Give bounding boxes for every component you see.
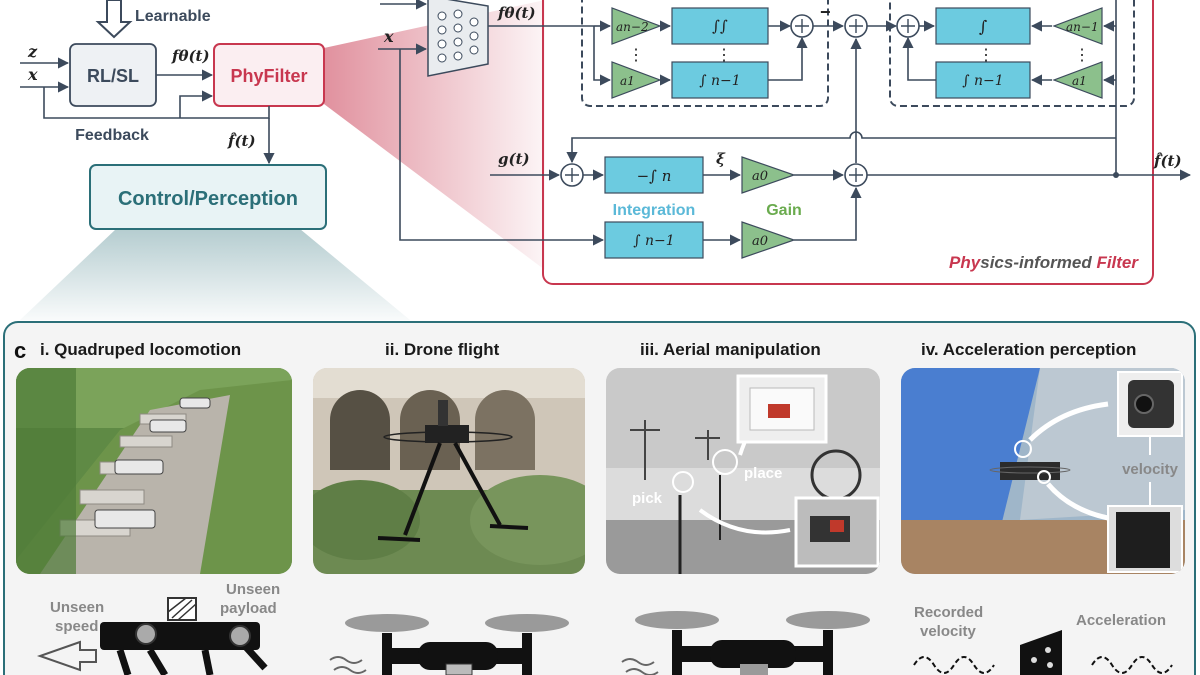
- left-vdots-integ: ⋮: [716, 47, 732, 64]
- input-z-label: z: [27, 42, 38, 61]
- integrator-left-top-label: ∫∫: [712, 17, 728, 35]
- right-vdots-gain: ⋮: [1074, 47, 1090, 64]
- unseen-payload-label: Unseen payload: [220, 581, 280, 617]
- gain-a0-lower-label: a0: [752, 234, 768, 249]
- recorded-velocity-label: Recorded velocity: [914, 604, 983, 640]
- photo-quadruped: [16, 368, 292, 574]
- f-theta-label-top: fθ(t): [171, 47, 210, 65]
- integrator-right-bottom-label: ∫ n−1: [962, 73, 1003, 89]
- gain-a0-lower: [741, 221, 796, 259]
- photo-aerial-manipulation: [606, 368, 880, 574]
- drone-cartoon: [329, 614, 569, 675]
- integrator-main: [604, 156, 704, 194]
- red-fan: [324, 0, 545, 270]
- gain-label: Gain: [766, 202, 802, 219]
- rlsl-label: RL/SL: [87, 66, 139, 86]
- unseen-speed-line1: Unseen: [50, 599, 104, 616]
- recorded-velocity-line2: velocity: [920, 623, 977, 640]
- feedback-wire: [43, 87, 270, 119]
- phyfilter-label: PhyFilter: [230, 66, 307, 86]
- gain-a1-left: [611, 61, 662, 99]
- gain-a0-main: [741, 156, 796, 194]
- panel-title-drone: ii. Drone flight: [385, 340, 500, 359]
- gain-an-2-left: [611, 7, 662, 45]
- place-label: place: [744, 465, 782, 482]
- integrator-left-top: [671, 7, 769, 45]
- panel-title-acceleration: iv. Acceleration perception: [921, 340, 1137, 359]
- integrator-right-top: [935, 7, 1031, 45]
- unseen-payload-line2: payload: [220, 600, 277, 617]
- f-hat-label-top: f̂(t): [227, 132, 256, 150]
- integration-label: Integration: [613, 202, 696, 219]
- integrator-lower: [604, 221, 704, 259]
- pick-label: pick: [632, 490, 663, 507]
- filter-x-label: x: [383, 27, 394, 46]
- neural-net-nodes: [437, 9, 479, 63]
- right-vdots-integ: ⋮: [978, 47, 994, 64]
- learnable-arrow-icon: [95, 0, 133, 39]
- right-dashed-group: [889, 0, 1135, 107]
- panel-title-quadruped: i. Quadruped locomotion: [40, 340, 242, 359]
- integrator-left-bottom: [671, 61, 769, 99]
- g-label: g(t): [498, 150, 530, 168]
- gain-a1-left-label: a1: [620, 74, 635, 88]
- gain-an-1-right-label: an−1: [1066, 20, 1099, 34]
- filter-title: Physics-informed Filter: [949, 253, 1139, 272]
- f-hat-out-label: f̂(t): [1153, 152, 1182, 170]
- quadruped-cartoon: [36, 597, 268, 675]
- velocity-label: velocity: [1122, 461, 1179, 478]
- unseen-payload-line1: Unseen: [226, 581, 280, 598]
- xi-label: ξ: [716, 150, 726, 168]
- integrator-main-label: −∫ n: [637, 167, 672, 185]
- integrator-left-bottom-label: ∫ n−1: [699, 73, 740, 89]
- gain-a0-main-label: a0: [752, 169, 768, 184]
- feedback-label: Feedback: [75, 127, 149, 144]
- integrator-right-bottom: [935, 61, 1031, 99]
- gain-a1-right: [1052, 61, 1103, 99]
- left-dashed-group: [581, 0, 829, 107]
- minus-sign: −: [820, 2, 831, 22]
- control-perception-label: Control/Perception: [118, 188, 298, 210]
- input-x-label: x: [27, 65, 38, 84]
- integrator-lower-label: ∫ n−1: [633, 233, 674, 249]
- x-to-lower-integrator-wire: [399, 49, 605, 246]
- photo-acceleration-perception: [901, 368, 1185, 574]
- gain-an-2-left-label: an−2: [616, 20, 649, 34]
- acceleration-cartoon: [913, 630, 1173, 675]
- gain-an-1-right: [1052, 7, 1103, 45]
- learnable-label: Learnable: [135, 8, 211, 25]
- gain-a1-right-label: a1: [1072, 74, 1087, 88]
- photo-drone: [313, 368, 585, 574]
- unseen-speed-label: Unseen speed: [50, 599, 104, 635]
- manipulator-drone-cartoon: [621, 611, 870, 675]
- section-c-frame: [3, 321, 1196, 675]
- left-vdots-gain: ⋮: [628, 47, 644, 64]
- acceleration-label: Acceleration: [1076, 612, 1166, 629]
- teal-fan: [20, 229, 410, 320]
- feedback-branch-wire: [179, 90, 214, 118]
- unseen-speed-line2: speed: [55, 618, 98, 635]
- integrator-right-top-label: ∫: [979, 17, 987, 36]
- filter-f-theta-label: fθ(t): [497, 4, 536, 22]
- recorded-velocity-line1: Recorded: [914, 604, 983, 621]
- panel-title-aerial: iii. Aerial manipulation: [640, 340, 821, 359]
- section-c-letter: c: [14, 338, 26, 363]
- filter-panel: [542, 0, 1154, 285]
